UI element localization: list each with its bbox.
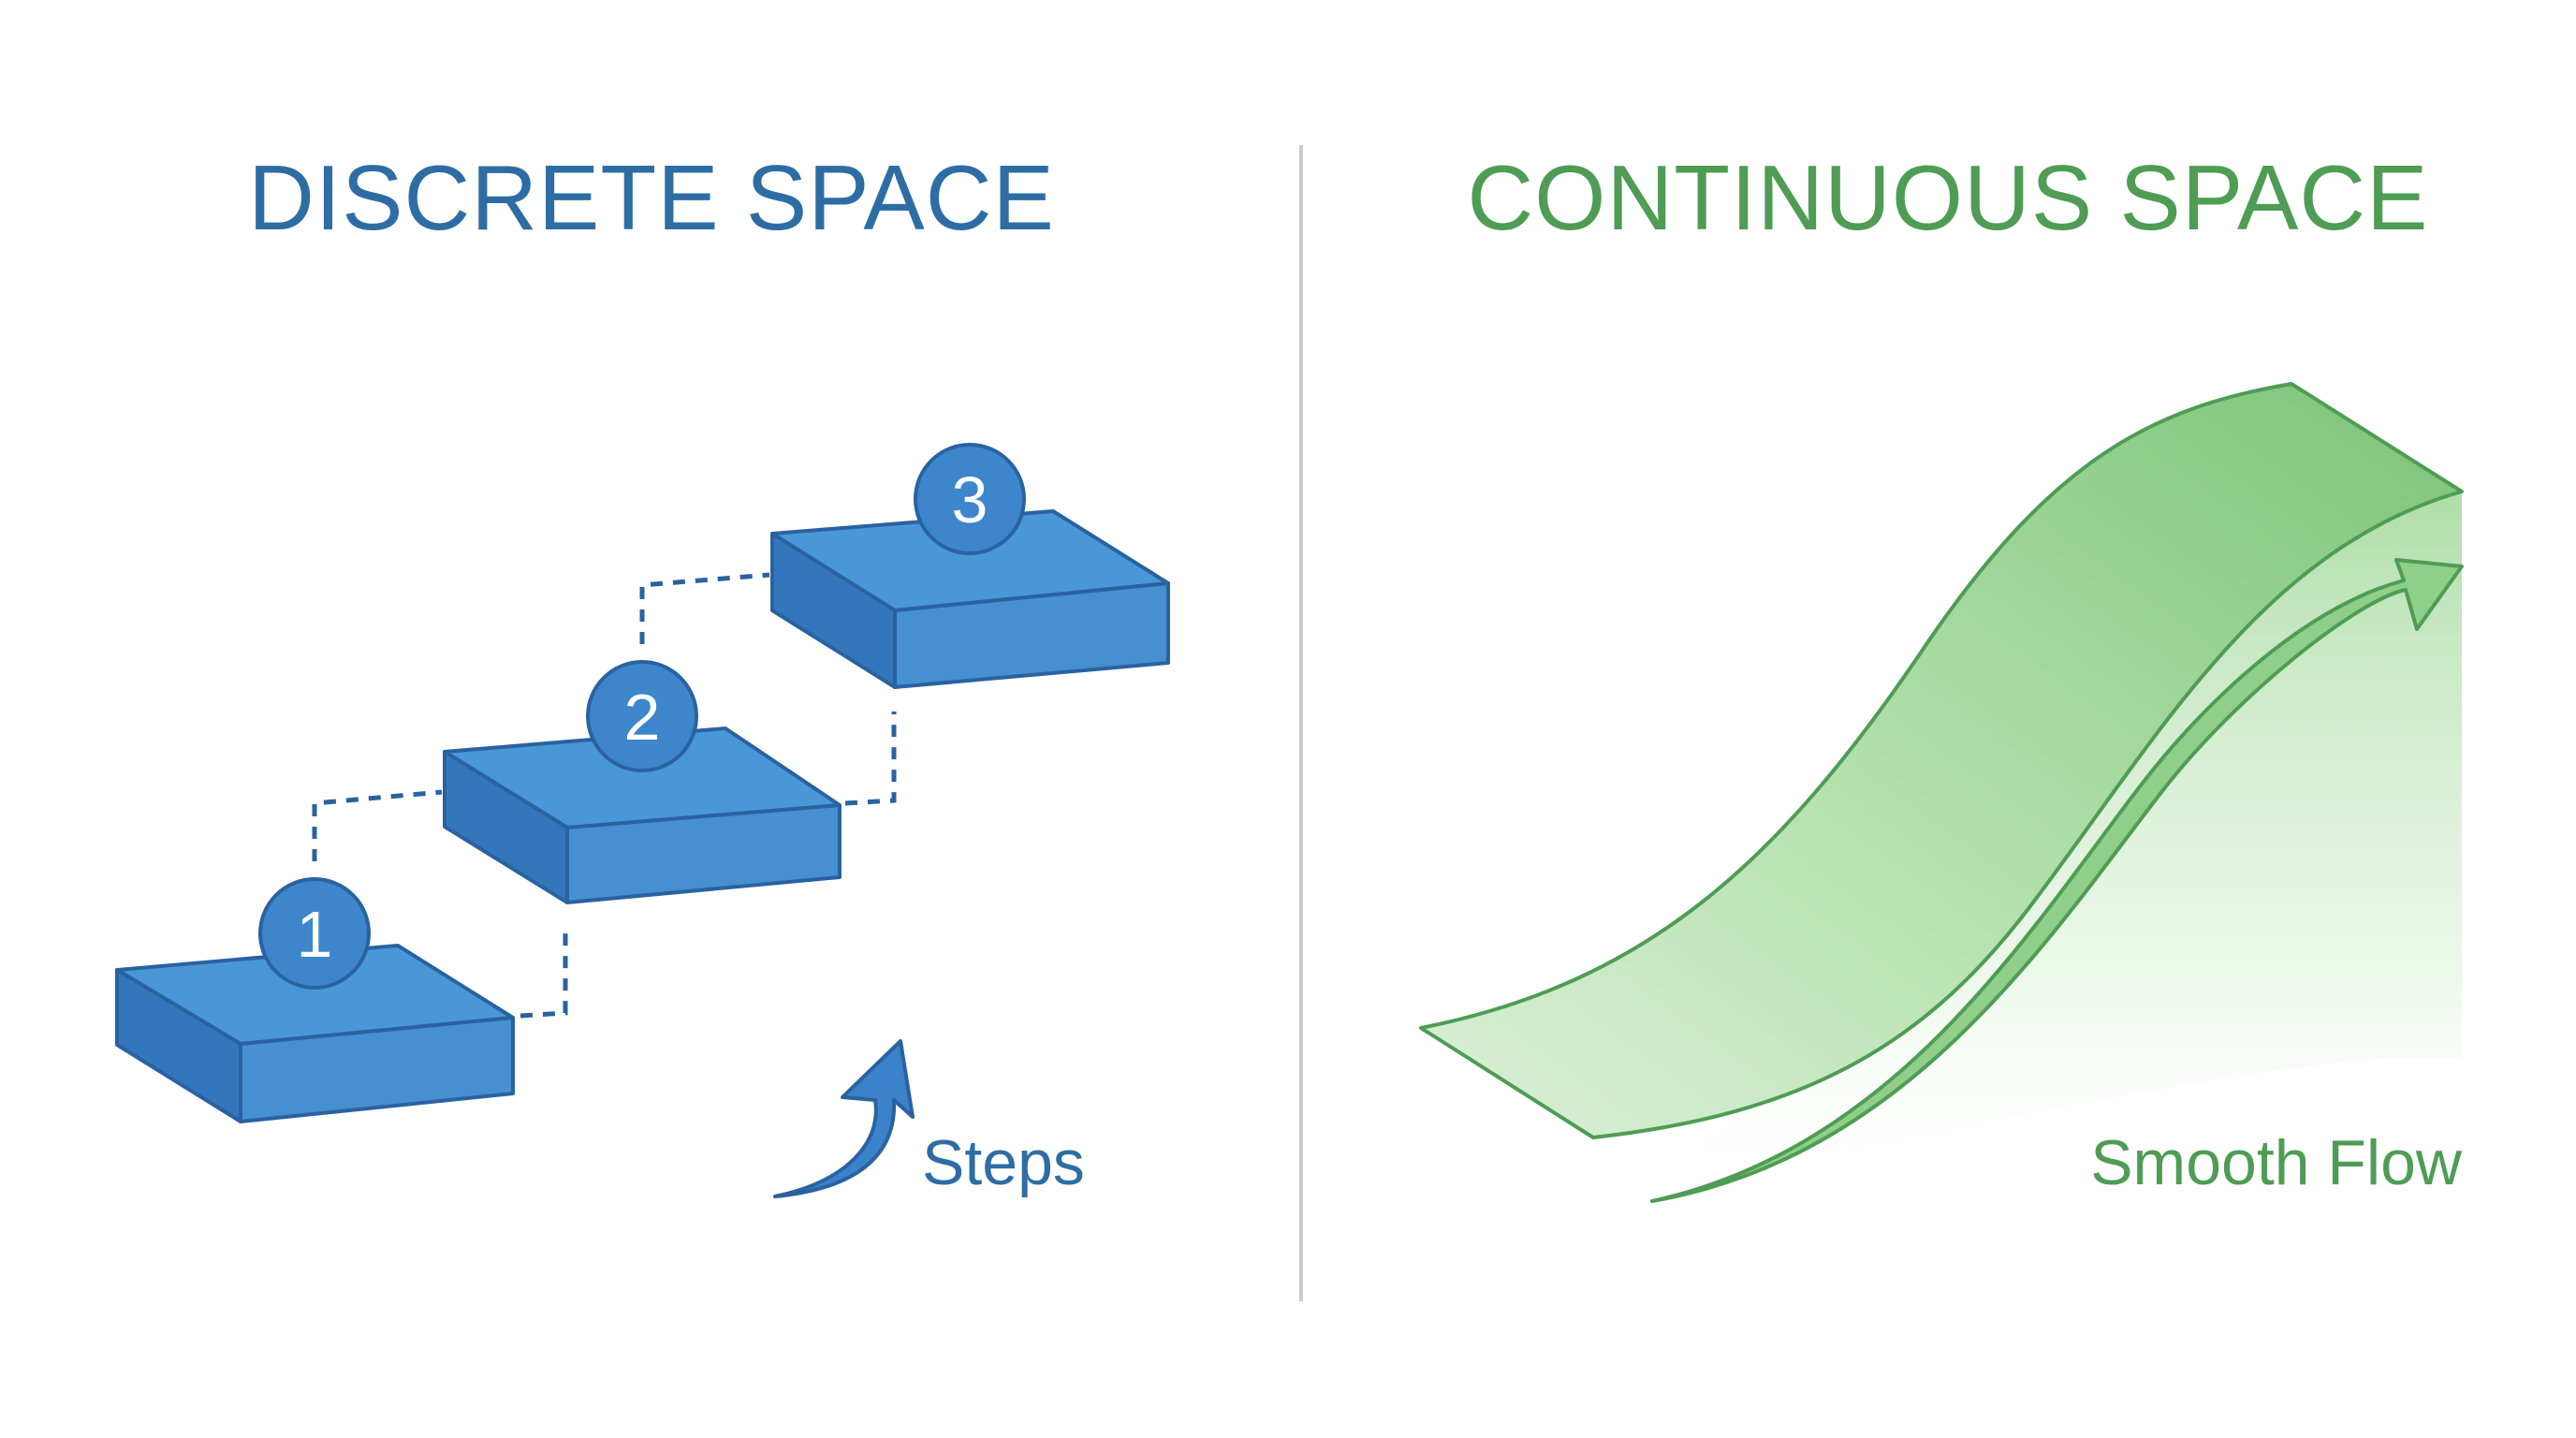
steps-label: Steps bbox=[922, 1127, 1085, 1198]
step-number-3: 3 bbox=[952, 463, 988, 536]
connector-1-2-drop bbox=[520, 932, 568, 1019]
step-badge-2: 2 bbox=[586, 660, 698, 772]
step-connectors bbox=[312, 572, 897, 1019]
block-2-front bbox=[565, 803, 842, 904]
block-3-front bbox=[893, 581, 1170, 689]
step-badge-3: 3 bbox=[914, 443, 1026, 555]
step-badge-1-circle bbox=[258, 877, 371, 990]
steps-arrow-icon bbox=[773, 1039, 915, 1198]
discrete-title: DISCRETE SPACE bbox=[248, 146, 1055, 249]
step-block-2 bbox=[443, 726, 842, 904]
flow-ribbon bbox=[1419, 382, 2464, 1139]
step-number-1: 1 bbox=[297, 898, 333, 971]
step-block-1 bbox=[115, 944, 515, 1123]
step-block-3 bbox=[770, 509, 1170, 689]
connector-2-3-drop bbox=[844, 712, 897, 806]
discrete-panel: DISCRETE SPACE 1 bbox=[115, 146, 1170, 1198]
smooth-flow-arrow-icon bbox=[1650, 558, 2464, 1203]
step-number-2: 2 bbox=[624, 681, 661, 754]
smooth-flow-label: Smooth Flow bbox=[2090, 1127, 2463, 1198]
step-badge-3-circle bbox=[914, 443, 1026, 555]
continuous-panel: CONTINUOUS SPACE Smooth Flow bbox=[1419, 146, 2464, 1203]
connector-2-3 bbox=[639, 572, 770, 644]
continuous-title: CONTINUOUS SPACE bbox=[1468, 146, 2429, 249]
step-badge-1: 1 bbox=[258, 877, 371, 990]
connector-1-2 bbox=[312, 789, 443, 861]
step-badge-2-circle bbox=[586, 660, 698, 772]
block-1-front bbox=[239, 1016, 515, 1123]
